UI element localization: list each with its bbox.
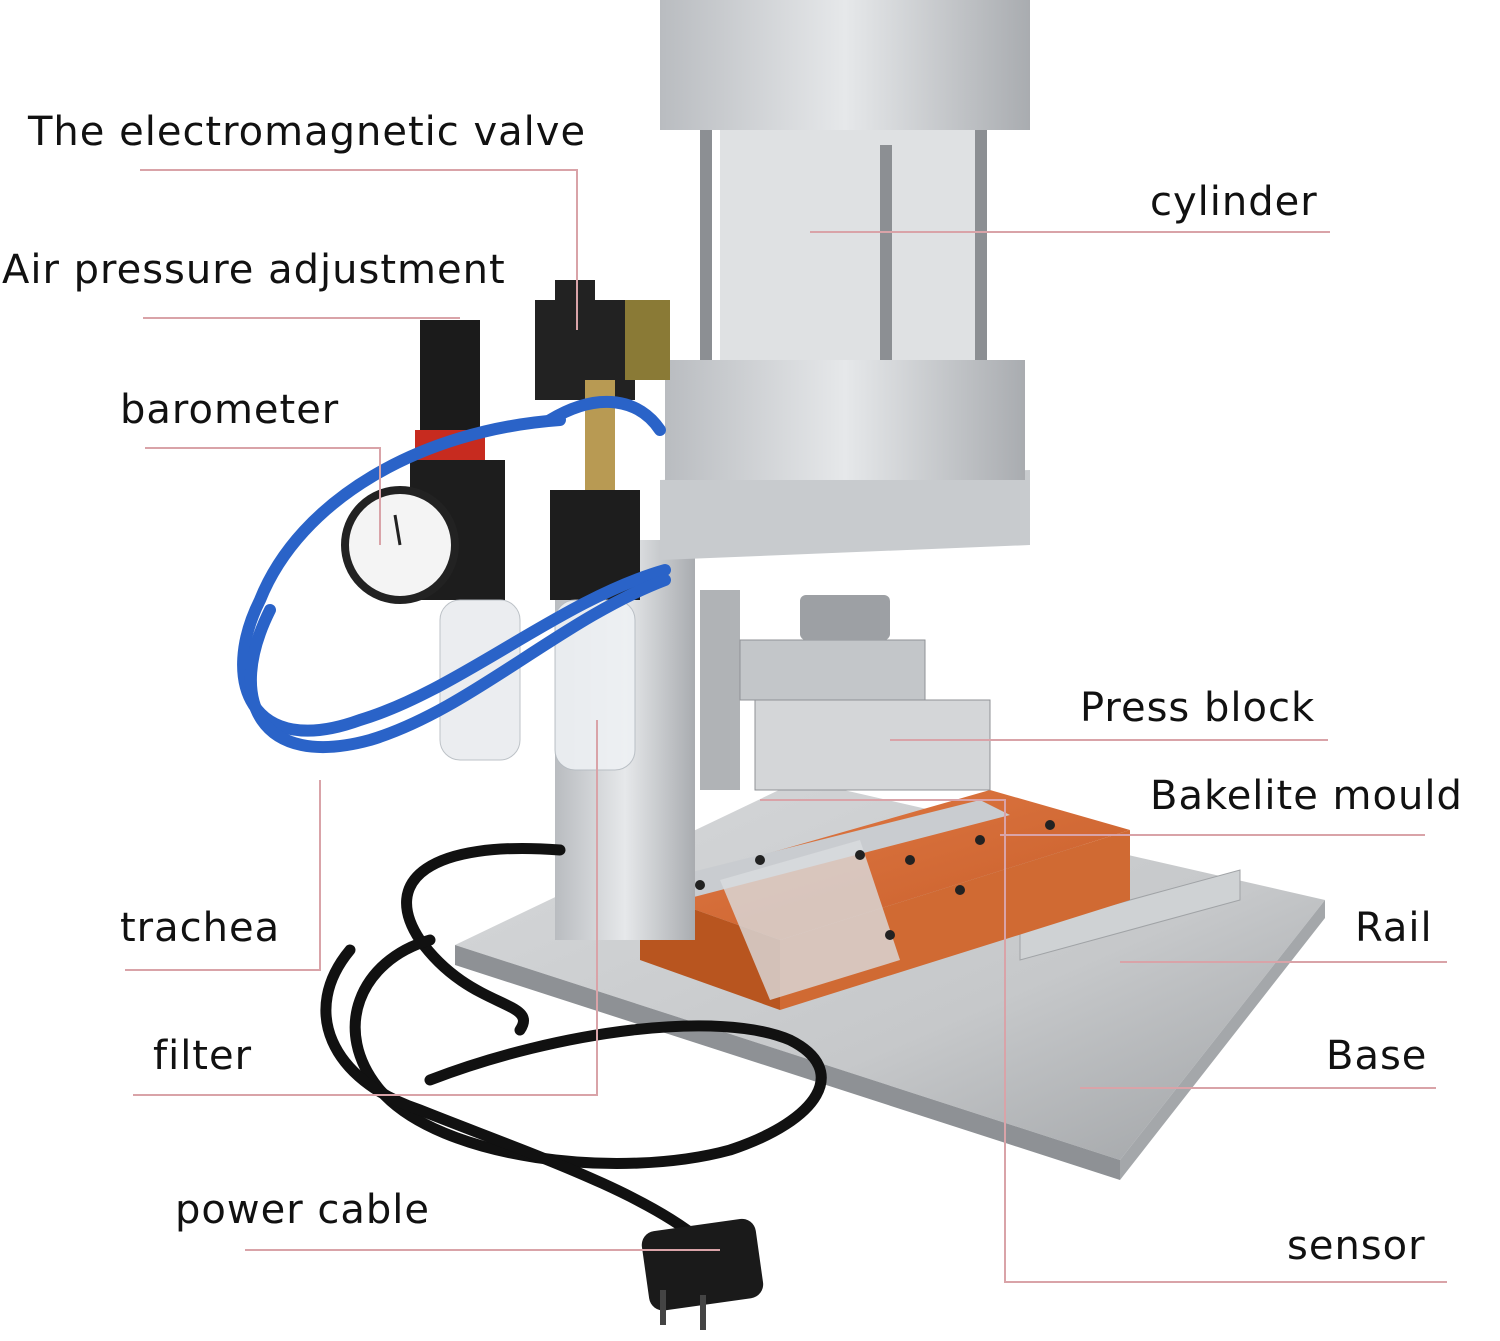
label-press-block: Press block [1080, 685, 1316, 731]
label-electromagnetic-valve: The electromagnetic valve [28, 109, 587, 155]
label-power-cable: power cable [175, 1187, 430, 1233]
cylinder-shape [660, 0, 1030, 480]
rail-shape [1019, 869, 1241, 961]
press-block-shape [739, 595, 991, 791]
power-cable-shape [320, 842, 827, 1246]
label-filter: filter [153, 1033, 253, 1079]
leader-filter [133, 720, 598, 1096]
label-sensor: sensor [1287, 1223, 1426, 1269]
label-base: Base [1326, 1033, 1428, 1079]
head-plate-shape [660, 470, 1030, 560]
label-bakelite-mould: Bakelite mould [1150, 773, 1463, 819]
leader-barometer [145, 447, 381, 545]
label-barometer: barometer [120, 387, 340, 433]
label-air-pressure-adjustment: Air pressure adjustment [2, 247, 506, 293]
label-rail: Rail [1355, 905, 1433, 951]
label-trachea: trachea [120, 905, 281, 951]
leader-sensor [760, 799, 1447, 1283]
bakelite-mould-shape [640, 790, 1130, 1010]
power-plug-shape [641, 1218, 764, 1330]
leader-electromagnetic-valve [140, 169, 578, 330]
leader-trachea [125, 780, 321, 971]
label-cylinder: cylinder [1150, 179, 1318, 225]
